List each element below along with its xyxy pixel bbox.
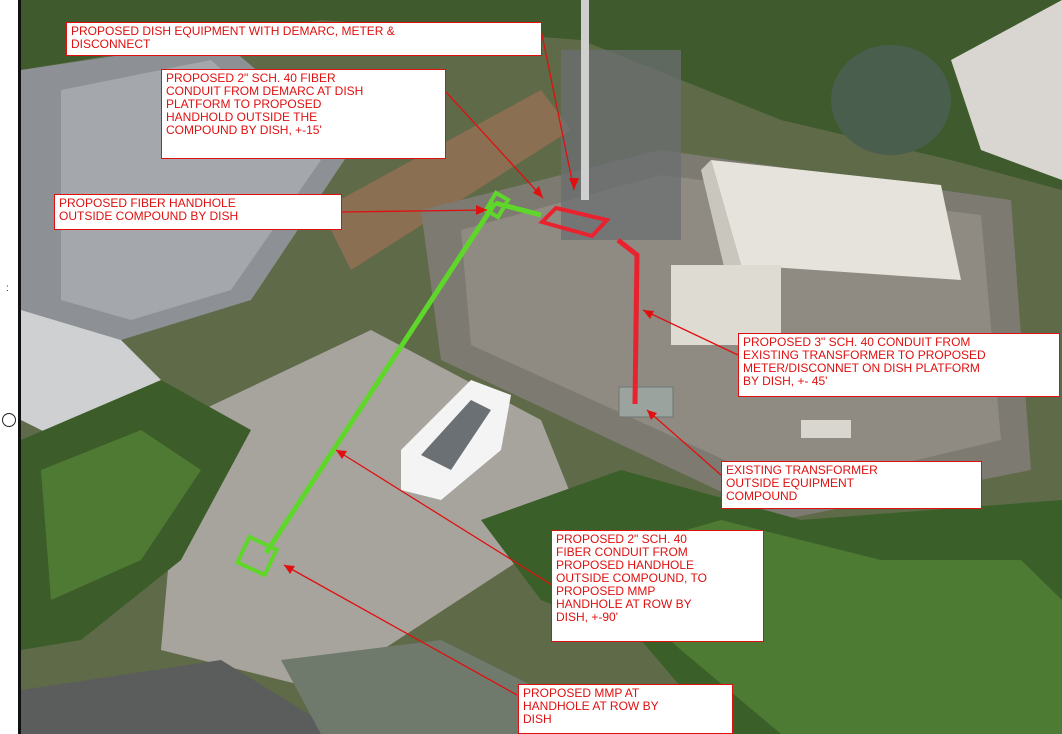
page-left-margin <box>0 0 18 734</box>
callout-conduit-45: PROPOSED 3" SCH. 40 CONDUIT FROM EXISTIN… <box>738 333 1060 397</box>
fiber-route-green <box>263 201 498 555</box>
wood-fence <box>321 90 571 270</box>
leader-arrowheads <box>284 178 657 574</box>
leader-fiber-conduit-15 <box>445 91 544 199</box>
mmp-handhole-outline <box>234 534 280 578</box>
leader-conduit-45 <box>642 309 739 356</box>
existing-transformer-pad <box>618 386 674 418</box>
aerial-photo-illustration <box>21 0 1062 734</box>
arrowhead-mmp-handhole <box>284 565 295 574</box>
equipment-shelter <box>711 160 961 280</box>
callout-fiber-handhole: PROPOSED FIBER HANDHOLE OUTSIDE COMPOUND… <box>54 194 342 230</box>
arrowhead-fiber-conduit-15 <box>533 186 543 198</box>
arrowhead-conduit-45 <box>643 310 654 319</box>
margin-mark: : <box>6 283 9 294</box>
leader-dish-equipment <box>540 29 575 191</box>
aerial-site-photo <box>21 0 1062 734</box>
callout-fiber-conduit-15: PROPOSED 2" SCH. 40 FIBER CONDUIT FROM D… <box>161 69 446 159</box>
callout-existing-transformer: EXISTING TRANSFORMER OUTSIDE EQUIPMENT C… <box>721 461 982 509</box>
dish-platform-outline <box>538 205 611 239</box>
arrowhead-fiber-handhole <box>476 205 487 215</box>
fiber-handhole-outline <box>483 190 511 220</box>
arrowhead-existing-transformer <box>647 410 657 420</box>
leader-fiber-handhole <box>341 209 488 213</box>
leader-existing-transformer <box>646 409 722 476</box>
street <box>21 660 341 734</box>
drawing-border-line <box>18 0 21 734</box>
pond <box>281 640 541 734</box>
garden-left-light <box>41 430 201 600</box>
leader-lines <box>283 29 739 696</box>
callout-dish-equipment: PROPOSED DISH EQUIPMENT WITH DEMARC, MET… <box>66 22 542 56</box>
house-right <box>951 0 1062 180</box>
tree-canopy-back <box>21 0 1062 190</box>
margin-circle-mark <box>2 413 16 427</box>
arrowhead-dish-equipment <box>569 178 579 190</box>
callout-mmp-handhole: PROPOSED MMP AT HANDHOLE AT ROW BY DISH <box>518 684 733 734</box>
vehicle-windshield <box>421 400 491 470</box>
equipment-shelter-side <box>701 160 741 275</box>
conduit-route-red <box>616 238 640 405</box>
concrete-pad <box>801 420 851 438</box>
tower-pole <box>581 0 589 200</box>
arrowhead-fiber-conduit-90 <box>336 450 347 459</box>
fiber-route-green-stub <box>494 200 542 218</box>
leader-mmp-handhole <box>283 564 518 696</box>
tree-top-right <box>831 45 951 155</box>
leader-fiber-conduit-90 <box>335 449 553 586</box>
callout-fiber-conduit-90: PROPOSED 2" SCH. 40 FIBER CONDUIT FROM P… <box>551 530 764 642</box>
